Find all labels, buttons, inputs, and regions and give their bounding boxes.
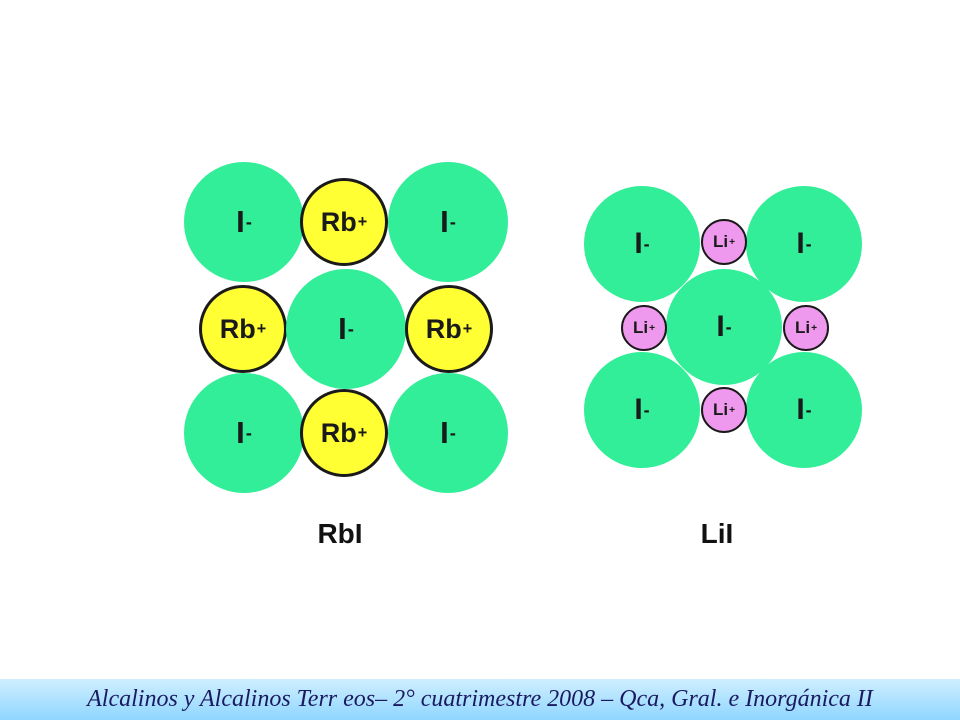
ion-symbol: Rb bbox=[425, 313, 462, 344]
ion-symbol: I bbox=[716, 310, 725, 343]
rbi-rubidium-ion: Rb+ bbox=[300, 389, 388, 477]
ion-symbol: I bbox=[796, 227, 805, 260]
rbi-iodide-ion: I- bbox=[286, 269, 406, 389]
ion-charge: - bbox=[805, 233, 812, 254]
ion-charge: - bbox=[805, 399, 812, 420]
ion-symbol: Rb bbox=[219, 313, 256, 344]
ion-symbol: Li bbox=[712, 232, 729, 251]
ion-symbol: I bbox=[796, 393, 805, 426]
rbi-rubidium-ion: Rb+ bbox=[199, 285, 287, 373]
ion-symbol: Li bbox=[794, 318, 811, 337]
ion-charge: + bbox=[649, 322, 656, 334]
footer-band: Alcalinos y Alcalinos Terr eos– 2° cuatr… bbox=[0, 679, 960, 720]
ion-charge: + bbox=[729, 236, 736, 248]
lii-caption: LiI bbox=[700, 518, 734, 549]
ion-charge: + bbox=[729, 404, 736, 416]
lii-lithium-ion: Li+ bbox=[701, 387, 747, 433]
footer-text: Alcalinos y Alcalinos Terr eos– 2° cuatr… bbox=[87, 686, 873, 712]
ion-charge: - bbox=[347, 318, 354, 339]
ion-symbol: Rb bbox=[320, 206, 357, 237]
ion-symbol: Li bbox=[712, 400, 729, 419]
rbi-caption: RbI bbox=[317, 518, 363, 549]
ion-charge: - bbox=[725, 316, 732, 337]
rbi-rubidium-ion: Rb+ bbox=[300, 178, 388, 266]
ion-charge: + bbox=[357, 423, 368, 442]
ion-symbol: Rb bbox=[320, 417, 357, 448]
lii-lithium-ion: Li+ bbox=[701, 219, 747, 265]
rbi-iodide-ion: I- bbox=[184, 373, 304, 493]
ion-symbol: Li bbox=[632, 318, 649, 337]
ion-charge: - bbox=[245, 211, 252, 232]
ion-charge: + bbox=[256, 319, 267, 338]
ion-charge: + bbox=[357, 212, 368, 231]
ion-symbol: I bbox=[634, 227, 643, 260]
lii-lithium-ion: Li+ bbox=[783, 305, 829, 351]
rbi-iodide-ion: I- bbox=[388, 373, 508, 493]
ion-charge: + bbox=[462, 319, 473, 338]
rbi-rubidium-ion: Rb+ bbox=[405, 285, 493, 373]
ion-charge: + bbox=[811, 322, 818, 334]
ion-charge: - bbox=[449, 211, 456, 232]
rbi-iodide-ion: I- bbox=[388, 162, 508, 282]
lii-iodide-ion: I- bbox=[746, 352, 862, 468]
ion-symbol: I bbox=[338, 311, 347, 346]
ion-charge: - bbox=[643, 233, 650, 254]
ion-symbol: I bbox=[236, 415, 245, 450]
ion-charge: - bbox=[449, 422, 456, 443]
lii-lithium-ion: Li+ bbox=[621, 305, 667, 351]
lii-iodide-ion: I- bbox=[584, 352, 700, 468]
ion-charge: - bbox=[245, 422, 252, 443]
ion-charge: - bbox=[643, 399, 650, 420]
ion-symbol: I bbox=[440, 415, 449, 450]
ion-symbol: I bbox=[440, 204, 449, 239]
ion-symbol: I bbox=[236, 204, 245, 239]
lii-iodide-ion: I- bbox=[666, 269, 782, 385]
lii-iodide-ion: I- bbox=[584, 186, 700, 302]
rbi-iodide-ion: I- bbox=[184, 162, 304, 282]
ion-symbol: I bbox=[634, 393, 643, 426]
lii-iodide-ion: I- bbox=[746, 186, 862, 302]
